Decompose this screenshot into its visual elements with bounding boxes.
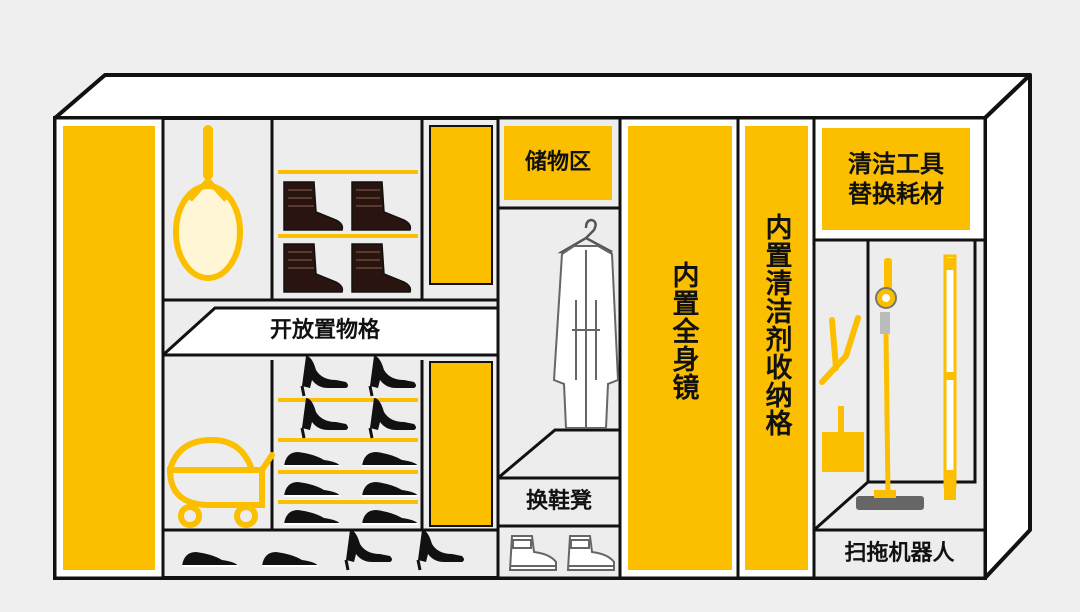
mop-icon xyxy=(943,254,957,500)
cleaning-tools-line-2: 替换耗材 xyxy=(848,180,944,208)
tennis-racket-icon xyxy=(173,125,243,281)
mirror-label: 内置全身镜 xyxy=(667,261,699,401)
dustpan-icon xyxy=(822,406,864,472)
stroller-icon xyxy=(166,436,275,528)
shoe-bench-label: 换鞋凳 xyxy=(525,489,592,515)
open-shelf-label: 开放置物格 xyxy=(269,318,380,344)
cleaning-tools-line-1: 清洁工具 xyxy=(848,150,944,178)
cleaning-tools-label: 清洁工具 替换耗材 xyxy=(822,128,970,230)
cleaner-storage-label: 内置清洁剂收纳格 xyxy=(760,213,792,437)
stick-vacuum-icon xyxy=(856,258,924,510)
robot-vacuum-label: 扫拖机器人 xyxy=(844,541,955,567)
storage-area-label: 储物区 xyxy=(524,150,591,176)
coat-icon xyxy=(552,245,620,429)
slingshot-icon xyxy=(819,315,861,385)
